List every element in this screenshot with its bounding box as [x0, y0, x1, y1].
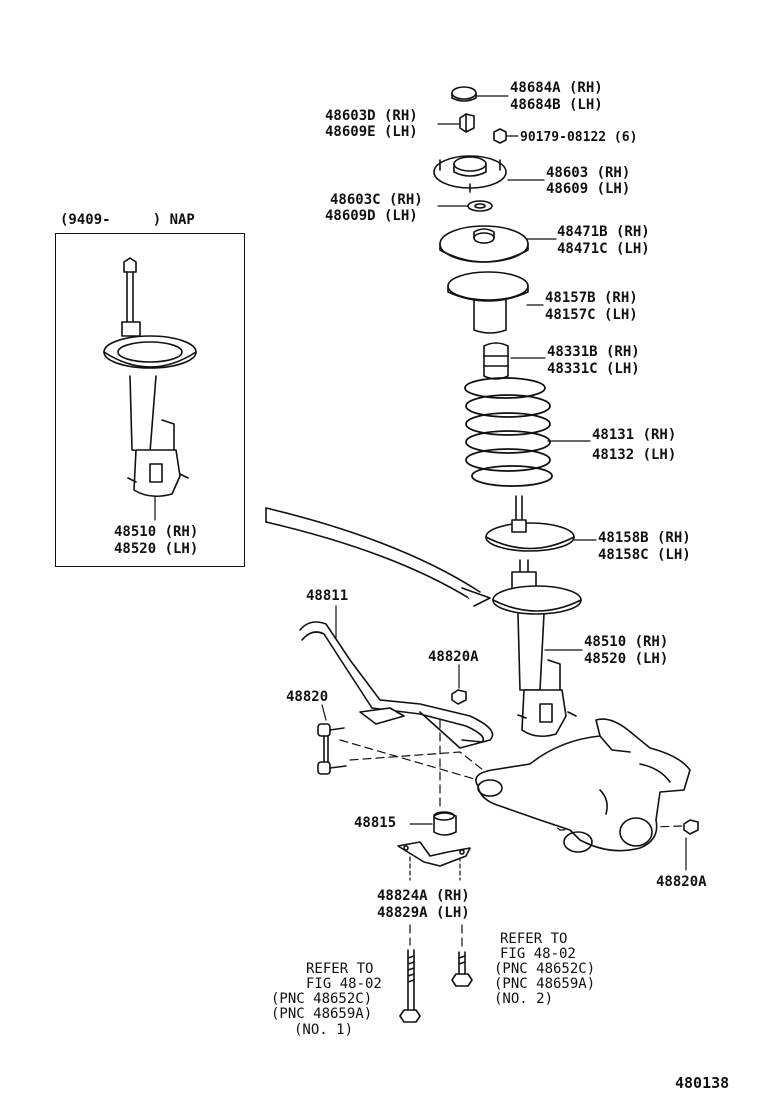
label-refer-left-5: (NO. 1) [294, 1022, 354, 1038]
flange-nut-part [493, 128, 507, 144]
label-refer-right-2: FIG 48-02 [500, 946, 576, 962]
bushing-part [433, 811, 457, 836]
stabilizer-link-part [317, 723, 347, 775]
label-refer-right-4: (PNC 48659A) [494, 976, 596, 992]
label-refer-right-1: REFER TO [500, 931, 568, 947]
label-48820: 48820 [286, 689, 329, 705]
upper-spring-seat-part [439, 225, 529, 263]
label-48684-rh: 48684A (RH) [510, 80, 603, 96]
label-48811: 48811 [306, 588, 349, 604]
label-48157b-rh: 48157B (RH) [545, 290, 638, 306]
label-48603-rh: 48603 (RH) [546, 165, 631, 181]
label-48603c-rh: 48603C (RH) [330, 192, 423, 208]
label-48820a-top: 48820A [428, 649, 479, 665]
label-inset-48520-lh: 48520 (LH) [114, 541, 199, 557]
label-48820a-right: 48820A [656, 874, 707, 890]
washer-part [467, 200, 493, 212]
coil-spring-part [464, 377, 553, 487]
bumper-part [483, 342, 509, 380]
inset-frame [55, 233, 245, 567]
nut-48820a-top [451, 689, 467, 705]
label-48609e-lh: 48609E (LH) [325, 124, 418, 140]
label-48158b-rh: 48158B (RH) [598, 530, 691, 546]
shock-absorber-part [492, 559, 582, 738]
diagram-number: 480138 [675, 1074, 730, 1092]
label-48158c-lh: 48158C (LH) [598, 547, 691, 563]
label-inset-header: (9409- ) NAP [60, 212, 195, 228]
label-90179-nut: 90179-08122 (6) [520, 130, 638, 145]
direction-arrow [265, 507, 491, 607]
label-refer-right-5: (NO. 2) [494, 991, 554, 1007]
label-48331c-lh: 48331C (LH) [547, 361, 640, 377]
label-48609-lh: 48609 (LH) [546, 181, 631, 197]
knuckle-assembly-part [475, 718, 691, 853]
spring-insulator-part [447, 271, 529, 334]
nut-48820a-right [683, 819, 699, 835]
inset-strut-part [103, 257, 197, 498]
suspension-support-part [433, 155, 507, 193]
lower-spring-seat-part [485, 495, 575, 552]
label-refer-left-4: (PNC 48659A) [271, 1006, 373, 1022]
long-bolt-part [399, 949, 421, 1023]
leader-lines [154, 95, 687, 881]
label-48157c-lh: 48157C (LH) [545, 307, 638, 323]
label-refer-left-1: REFER TO [306, 961, 374, 977]
short-bolt-part [451, 951, 473, 987]
label-48132-lh: 48132 (LH) [592, 447, 677, 463]
label-48815: 48815 [354, 815, 397, 831]
bracket-part [397, 841, 471, 867]
label-48471b-rh: 48471B (RH) [557, 224, 650, 240]
label-refer-left-3: (PNC 48652C) [271, 991, 373, 1007]
label-48684-lh: 48684B (LH) [510, 97, 603, 113]
label-inset-48510-rh: 48510 (RH) [114, 524, 199, 540]
stabilizer-bar-part [299, 621, 494, 749]
label-48520-lh: 48520 (LH) [584, 651, 669, 667]
label-48603d-rh: 48603D (RH) [325, 108, 418, 124]
label-48829a-lh: 48829A (LH) [377, 905, 470, 921]
label-48609d-lh: 48609D (LH) [325, 208, 418, 224]
label-48131-rh: 48131 (RH) [592, 427, 677, 443]
label-refer-left-2: FIG 48-02 [306, 976, 382, 992]
label-48471c-lh: 48471C (LH) [557, 241, 650, 257]
label-48510-rh: 48510 (RH) [584, 634, 669, 650]
dust-cap-part [451, 86, 477, 102]
label-refer-right-3: (PNC 48652C) [494, 961, 596, 977]
lock-nut-part [459, 113, 475, 133]
label-48824a-rh: 48824A (RH) [377, 888, 470, 904]
label-48331b-rh: 48331B (RH) [547, 344, 640, 360]
